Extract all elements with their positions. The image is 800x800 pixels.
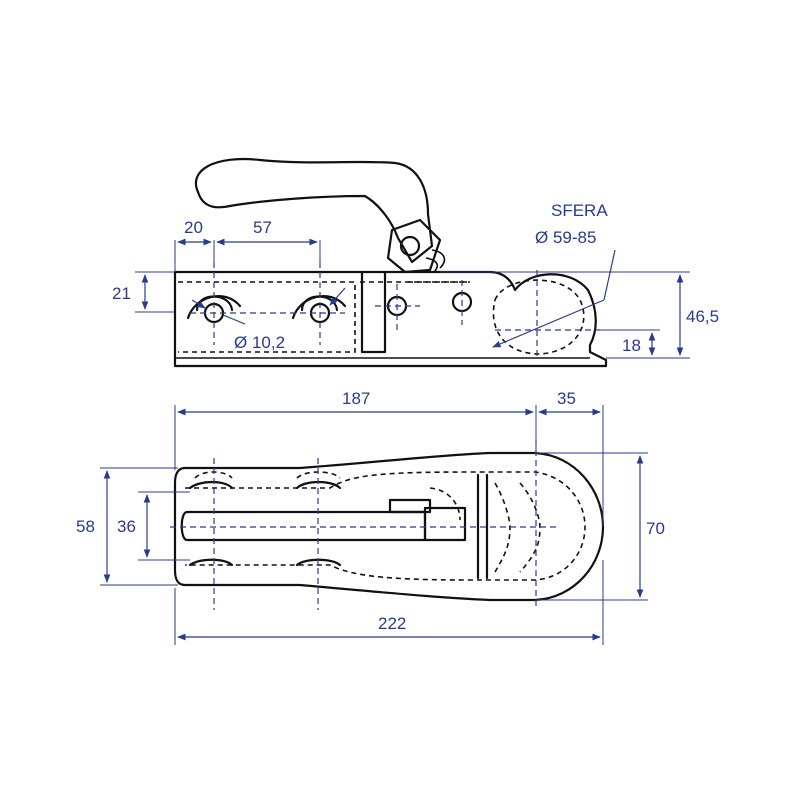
- top-view: 187 35 58 36 70 222: [76, 389, 665, 645]
- top-body-outline: [173, 451, 605, 602]
- dim-head-width: 70: [646, 519, 665, 538]
- body-outline: [173, 270, 608, 368]
- handle-link: [386, 218, 442, 274]
- lever-block: [388, 498, 467, 542]
- dim-ball-center-height: 18: [622, 336, 641, 355]
- side-view: 20 57 21 Ø 10,2 SFERA Ø 59-85 46,5 18: [112, 158, 719, 368]
- dim-ball-offset: 35: [557, 389, 576, 408]
- handle-spring: [425, 249, 446, 273]
- ball-diameter: Ø 59-85: [535, 228, 596, 247]
- dim-hole-diameter: Ø 10,2: [234, 333, 285, 352]
- dim-total-height: 46,5: [686, 307, 719, 326]
- dim-front-height: 21: [112, 284, 131, 303]
- dim-inner-width: 36: [117, 517, 136, 536]
- dim-length-to-ball: 187: [342, 389, 370, 408]
- ball-label: SFERA: [551, 201, 608, 220]
- handle: [195, 158, 434, 264]
- dim-hole-spacing-a: 20: [184, 218, 203, 237]
- dim-total-length: 222: [378, 614, 406, 633]
- pivot-pin: [399, 235, 421, 257]
- side-hole-1: [186, 295, 242, 324]
- dim-outer-width: 58: [76, 517, 95, 536]
- dim-hole-spacing-b: 57: [253, 218, 272, 237]
- drawbar: [180, 510, 427, 542]
- side-hole-2: [291, 295, 347, 324]
